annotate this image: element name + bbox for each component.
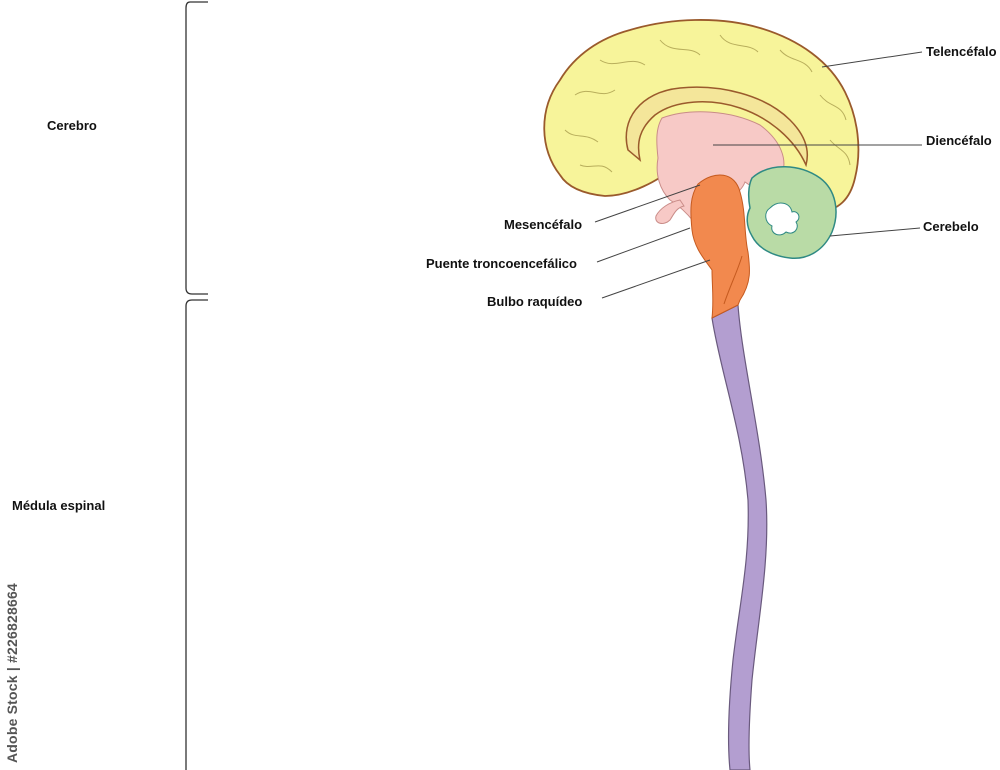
leader-mesencefalo [594,184,701,223]
label-bulbo: Bulbo raquídeo [487,294,583,309]
label-puente: Puente troncoencefálico [426,256,577,271]
region-label-cerebro: Cerebro [47,118,97,133]
leader-telencefalo [821,51,923,68]
label-diencefalo: Diencéfalo [926,133,992,148]
leader-bulbo [601,259,711,299]
cerebellum-folia [765,202,800,236]
spinal-cord [711,304,768,770]
brainstem [690,174,751,319]
label-mesencefalo: Mesencéfalo [504,217,583,232]
label-telencefalo: Telencéfalo [926,44,997,59]
leader-lines [594,51,923,299]
hypophysis [655,199,685,224]
label-cerebelo: Cerebelo [923,219,979,234]
region-label-medula: Médula espinal [12,498,106,513]
cerebro-bracket [185,1,208,295]
corpus-callosum [625,86,809,168]
leader-puente [596,227,691,263]
gyri-lines [564,34,851,173]
stock-watermark: Adobe Stock | #226828664 [4,583,20,763]
leader-cerebelo [829,227,921,237]
brainstem-groove [723,255,743,305]
medula-bracket [185,299,208,770]
